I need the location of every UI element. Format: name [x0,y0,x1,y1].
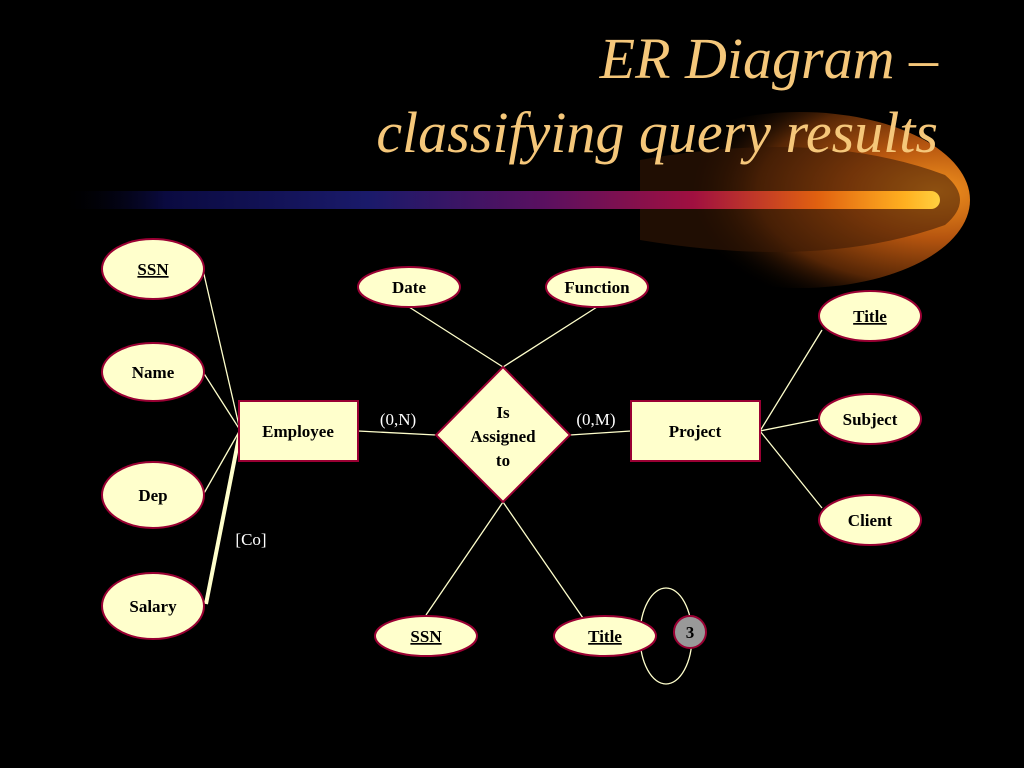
attribute-relationship-function: Function [545,266,649,308]
edge-relationship-project [569,430,632,436]
entity-project: Project [630,400,761,462]
edge-employee-dep [202,429,241,496]
edge-relationship-function [502,306,598,368]
relationship-label-line-2: Assigned [470,427,536,446]
relationship-is-assigned-to: Is Assigned to [434,365,572,504]
attribute-employee-ssn: SSN [101,238,205,300]
attribute-employee-name: Name [101,342,205,402]
attribute-relationship-function-label: Function [564,278,630,297]
attribute-employee-salary: Salary [101,572,205,640]
attribute-relationship-title: Title [553,615,657,657]
edge-project-client [759,430,823,509]
attribute-project-title: Title [818,290,922,342]
edge-relationship-date [408,306,504,368]
attribute-relationship-ssn-label: SSN [410,627,442,646]
edge-project-subject [759,418,821,432]
title-line-2: classifying query results [376,100,938,165]
attribute-project-client-label: Client [848,511,893,530]
relationship-label-line-3: to [496,451,510,470]
slide-title: ER Diagram – classifying query results [138,22,938,170]
attribute-relationship-ssn: SSN [374,615,478,657]
attribute-employee-ssn-label: SSN [137,260,169,279]
edge-employee-ssn [202,269,241,431]
attribute-project-client: Client [818,494,922,546]
edge-relationship-title [502,501,584,619]
attribute-employee-dep: Dep [101,461,205,529]
edge-employee-salary-composite [204,431,242,605]
attribute-employee-name-label: Name [132,363,175,382]
attribute-project-title-label: Title [853,307,887,326]
cardinality-employee: (0,N) [380,410,416,429]
edge-relationship-ssn [425,501,504,616]
relationship-label-line-1: Is [496,403,510,422]
entity-employee-label: Employee [262,422,334,441]
attribute-project-subject-label: Subject [843,410,898,429]
edge-project-title [759,329,823,432]
cardinality-project: (0,M) [576,410,615,429]
title-line-1: ER Diagram – [599,26,938,91]
attribute-employee-salary-label: Salary [129,597,177,616]
number-badge-label: 3 [686,623,695,642]
attribute-relationship-date-label: Date [392,278,426,297]
composite-annotation: [Co] [235,530,266,549]
attribute-employee-dep-label: Dep [138,486,167,505]
attribute-relationship-date: Date [357,266,461,308]
edge-employee-relationship [357,430,437,436]
number-badge: 3 [673,615,707,649]
attribute-relationship-title-label: Title [588,627,622,646]
entity-project-label: Project [669,422,722,441]
attribute-project-subject: Subject [818,393,922,445]
entity-employee: Employee [238,400,359,462]
edge-employee-name [202,371,241,431]
